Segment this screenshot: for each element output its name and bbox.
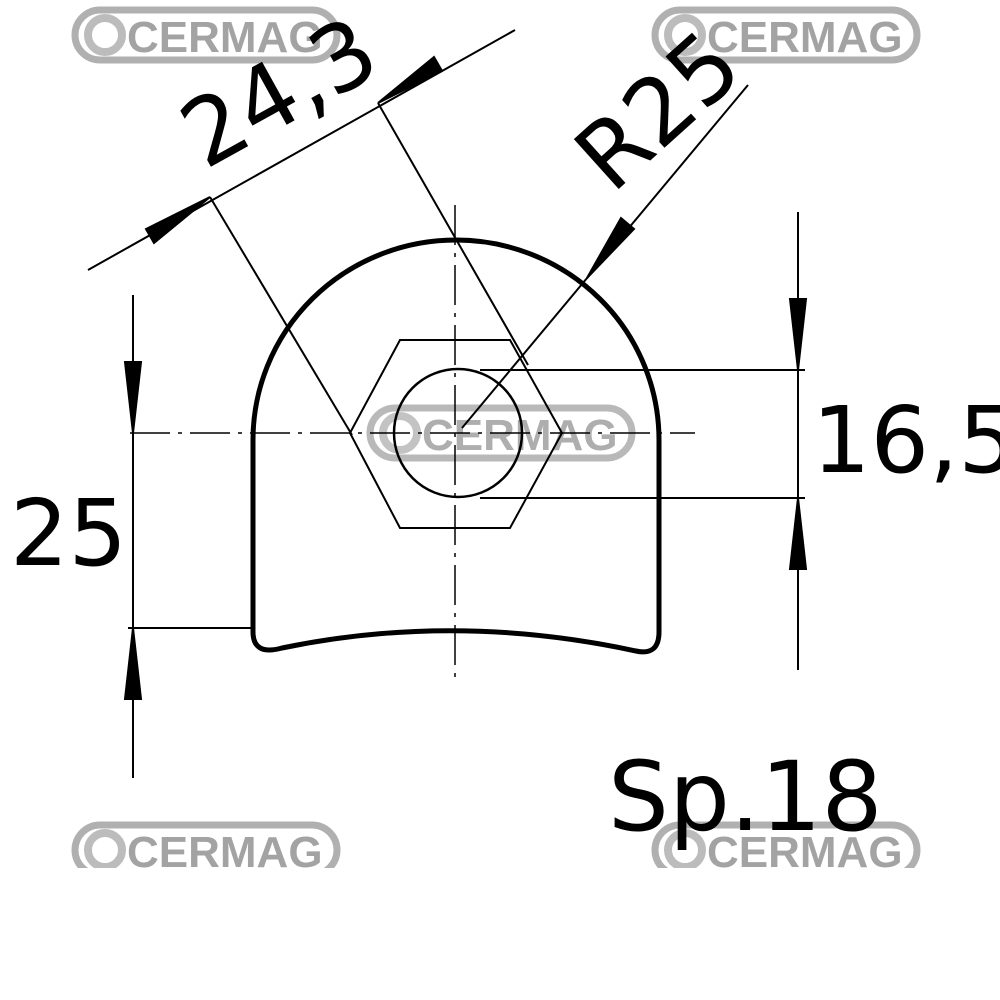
dimension-r25: [461, 84, 749, 429]
part-outline: [250, 237, 662, 655]
dimension-24-3: [87, 29, 529, 436]
thickness-label: Sp.18: [608, 741, 883, 853]
dimension-16-5: [480, 212, 808, 670]
dimension-25: [123, 295, 252, 778]
bore-hole: [392, 367, 524, 499]
watermark-logo-center: [370, 408, 632, 460]
dimension-label-25: 25: [10, 480, 127, 587]
hexagon-recess: [348, 339, 564, 529]
dimension-label-16-5: 16,5: [812, 387, 1000, 494]
